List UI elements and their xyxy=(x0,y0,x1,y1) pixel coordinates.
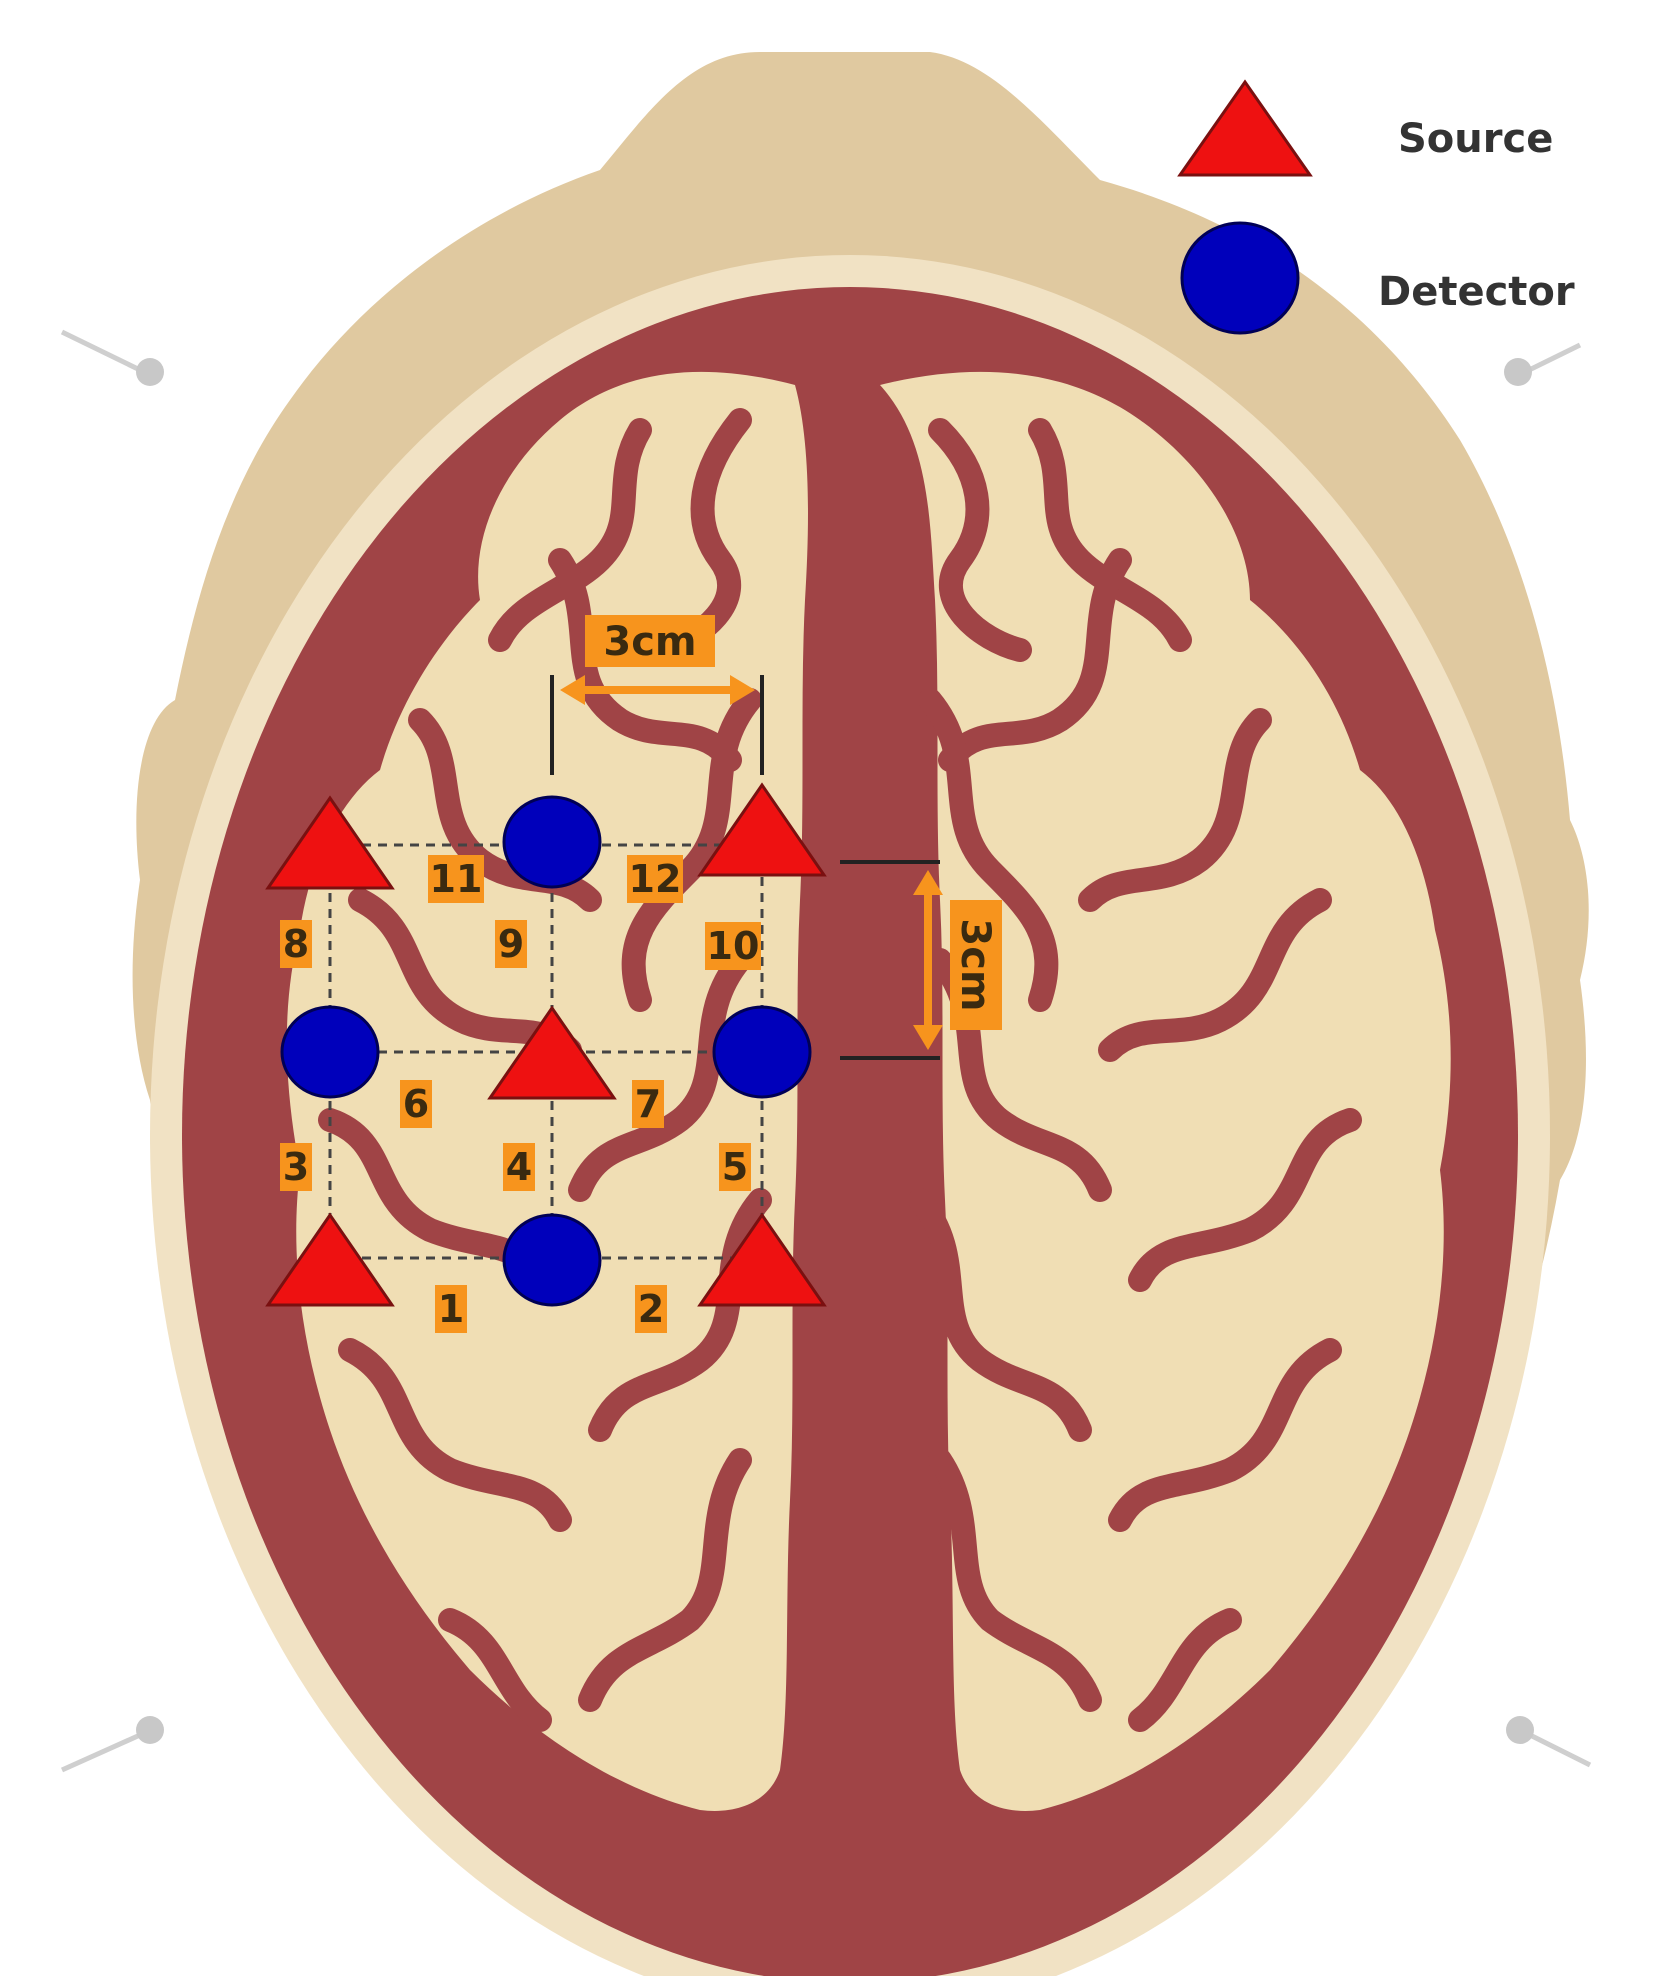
pin-bottom-left xyxy=(60,1716,164,1773)
legend-detector-icon xyxy=(1180,221,1300,335)
horizontal-dimension: 3cm xyxy=(550,615,764,775)
source-3 xyxy=(487,1005,617,1100)
source-1 xyxy=(265,795,395,890)
channel-1: 1 xyxy=(435,1285,467,1333)
channel-5-label: 5 xyxy=(722,1145,748,1189)
detectors xyxy=(280,795,812,1307)
source-2 xyxy=(697,782,827,877)
channel-2-label: 2 xyxy=(638,1287,664,1331)
channel-1-label: 1 xyxy=(438,1287,464,1331)
sulci xyxy=(318,408,1362,1732)
channel-11-label: 11 xyxy=(430,857,483,901)
channel-10: 10 xyxy=(705,922,761,970)
channel-labels: 1 2 3 4 5 6 7 8 9 10 11 12 xyxy=(280,855,761,1333)
detector-1 xyxy=(502,795,602,889)
channel-3: 3 xyxy=(280,1143,312,1191)
channel-4: 4 xyxy=(503,1143,535,1191)
channel-11: 11 xyxy=(428,855,484,903)
channel-5: 5 xyxy=(719,1143,751,1191)
channel-2: 2 xyxy=(635,1285,667,1333)
pin-top-right xyxy=(1504,342,1582,386)
legend-detector-label: Detector xyxy=(1378,269,1575,315)
detector-3 xyxy=(712,1005,812,1099)
channel-7-label: 7 xyxy=(635,1082,661,1126)
vertical-dimension: 3cm xyxy=(840,860,1002,1060)
channel-12: 12 xyxy=(627,855,683,903)
channel-8-label: 8 xyxy=(283,922,309,966)
channel-9: 9 xyxy=(495,920,527,968)
pin-top-left xyxy=(60,329,164,386)
legend-source-icon xyxy=(1177,79,1313,177)
channel-10-label: 10 xyxy=(707,924,760,968)
detector-2 xyxy=(280,1005,380,1099)
channel-9-label: 9 xyxy=(498,922,524,966)
channel-12-label: 12 xyxy=(629,857,682,901)
longitudinal-fissure xyxy=(810,350,881,1860)
source-5 xyxy=(697,1212,827,1307)
pin-bottom-right xyxy=(1506,1716,1592,1768)
sources xyxy=(265,782,827,1307)
channel-8: 8 xyxy=(280,920,312,968)
legend: Source Detector xyxy=(1177,79,1575,335)
channel-7: 7 xyxy=(632,1080,664,1128)
source-4 xyxy=(265,1212,395,1307)
legend-source-label: Source xyxy=(1398,116,1553,162)
detector-4 xyxy=(502,1213,602,1307)
horizontal-dimension-label: 3cm xyxy=(603,619,696,665)
channel-6: 6 xyxy=(400,1080,432,1128)
channel-3-label: 3 xyxy=(283,1145,309,1189)
vertical-dimension-label: 3cm xyxy=(952,918,998,1011)
channel-4-label: 4 xyxy=(506,1145,532,1189)
channel-6-label: 6 xyxy=(403,1082,429,1126)
